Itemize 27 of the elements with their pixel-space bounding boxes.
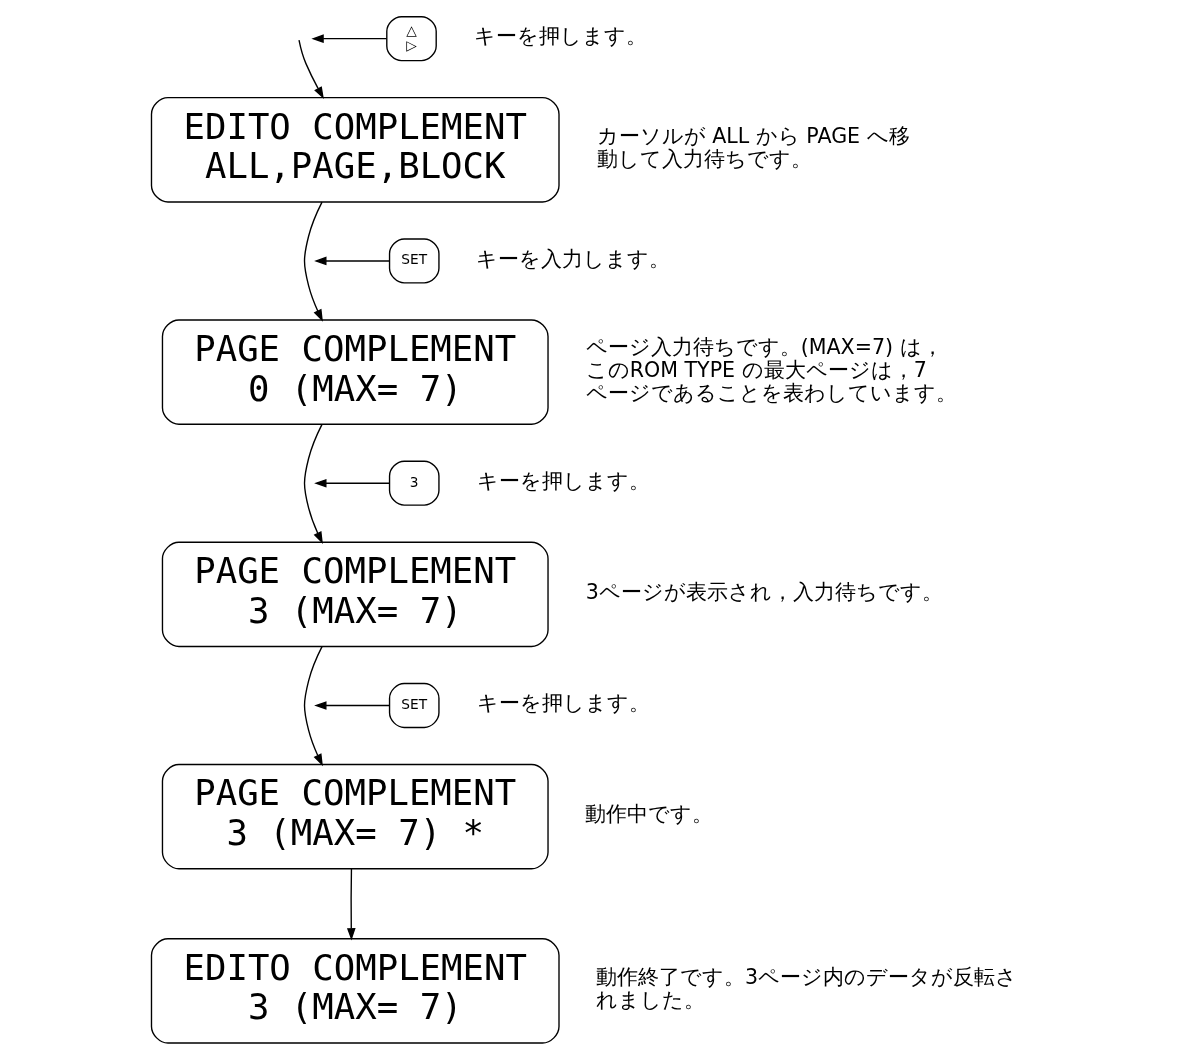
node-label: キーを押します。 — [476, 469, 650, 494]
node-box: 3 — [388, 460, 440, 506]
node-label: キーを入力します。 — [475, 246, 670, 271]
node-box: EDITO COMPLEMENT ALL,PAGE,BLOCK — [150, 96, 560, 203]
arrow — [314, 701, 391, 710]
arrow — [303, 423, 323, 544]
arrow — [346, 868, 356, 941]
node-label: 動作終了です。3ページ内のデータが反転されました。 — [596, 965, 1018, 1013]
arrow — [314, 256, 391, 266]
node-box: PAGE COMPLEMENT 3 (MAX= 7) — [161, 541, 549, 648]
node-box: PAGE COMPLEMENT 0 (MAX= 7) — [161, 319, 549, 425]
node-box: SET — [388, 682, 440, 729]
node-label: キーを押します。 — [473, 24, 647, 49]
node-label: ページ入力待ちです。(MAX=7) は，このROM TYPE の最大ページは，7ページであることを表わしています。 — [585, 334, 957, 406]
node-label: 動作中です。 — [585, 802, 714, 827]
arrow — [303, 645, 323, 767]
arrow — [298, 39, 324, 100]
arrow — [311, 34, 388, 43]
node-label: 3ページが表示され，入力待ちです。 — [585, 580, 943, 605]
node-box: △ ▷ — [386, 16, 437, 62]
arrow — [303, 201, 323, 322]
node-box: SET — [388, 238, 440, 284]
arrow — [314, 478, 391, 488]
node-label: カーソルが ALL から PAGE へ移動して入力待ちです。 — [596, 123, 910, 172]
node-label: キーを押します。 — [476, 691, 650, 716]
node-box: PAGE COMPLEMENT 3 (MAX= 7) * — [161, 763, 549, 870]
node-box: EDITO COMPLEMENT 3 (MAX= 7) — [150, 938, 560, 1044]
